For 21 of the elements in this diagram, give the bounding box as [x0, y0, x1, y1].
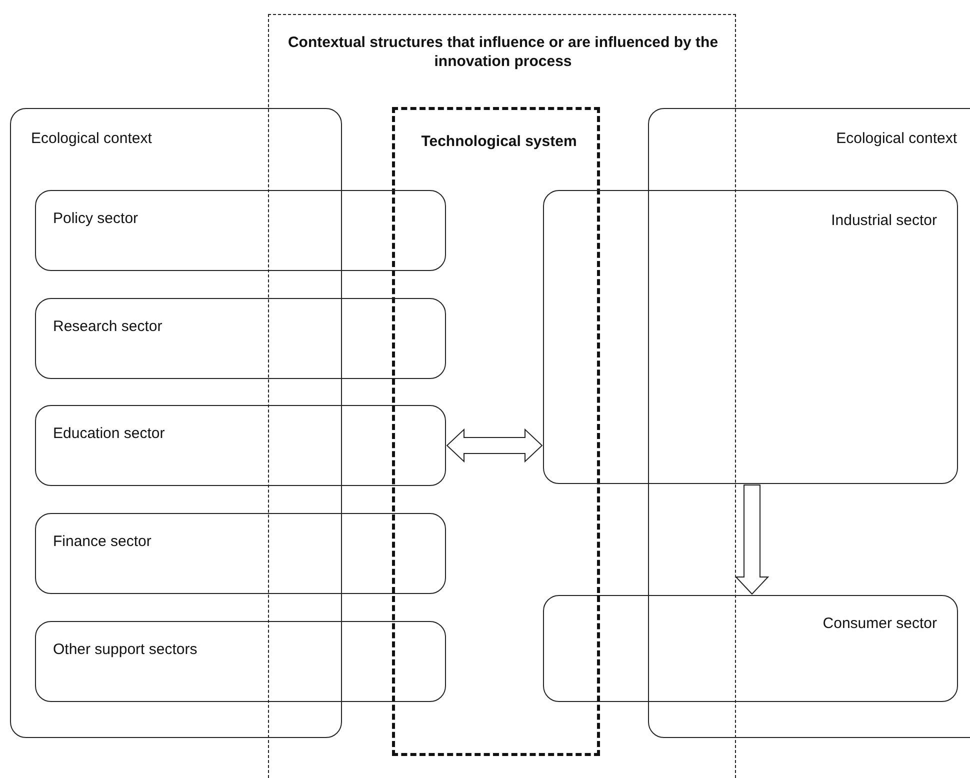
sector-label: Education sector	[53, 424, 165, 443]
block-arrow	[734, 484, 770, 595]
sector-label: Research sector	[53, 317, 162, 336]
sector-box	[35, 513, 446, 594]
sector-box	[35, 190, 446, 271]
context-panel	[10, 108, 342, 738]
sector-box	[543, 190, 958, 484]
sector-box	[35, 621, 446, 702]
panel-heading: Ecological context	[836, 129, 957, 148]
sector-box	[35, 405, 446, 486]
sector-label: Policy sector	[53, 209, 138, 228]
sector-label: Consumer sector	[822, 614, 937, 633]
sector-label: Other support sectors	[53, 640, 198, 659]
block-arrow	[446, 428, 543, 463]
frame-title: Contextual structures that influence or are influenced by the innovation process	[286, 33, 720, 71]
sector-label: Industrial sector	[831, 211, 937, 230]
sector-box	[35, 298, 446, 379]
panel-heading: Ecological context	[31, 129, 152, 148]
sector-label: Finance sector	[53, 532, 152, 551]
frame-title: Technological system	[420, 132, 578, 151]
sector-box	[543, 595, 958, 702]
